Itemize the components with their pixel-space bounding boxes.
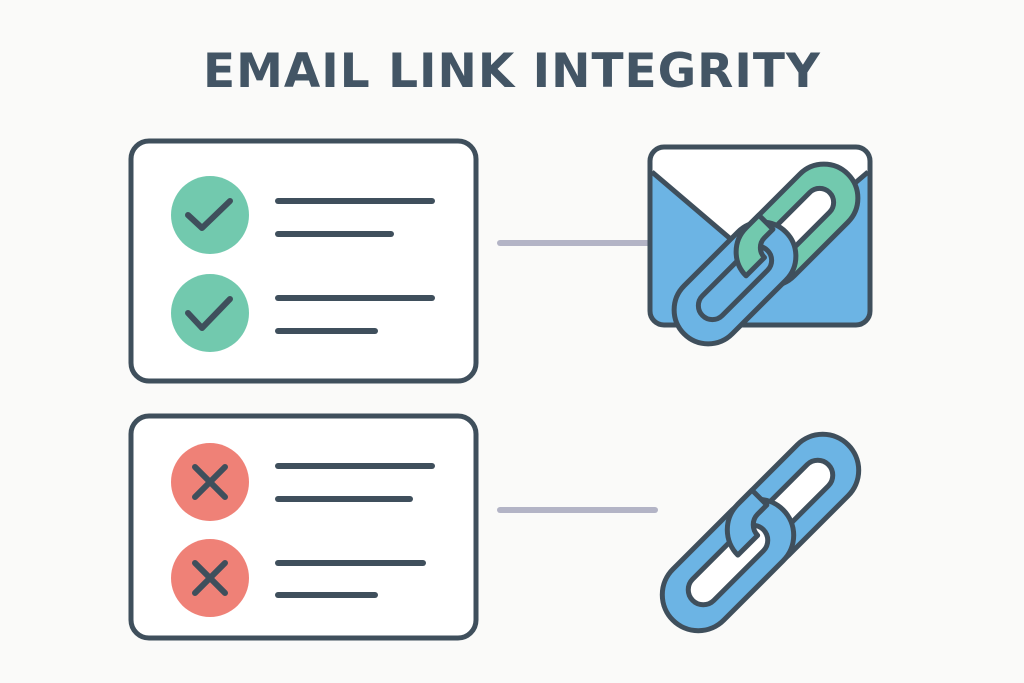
check-icon — [171, 274, 249, 352]
page-title: EMAIL LINK INTEGRITY — [203, 44, 821, 99]
broken-links-panel — [128, 413, 479, 641]
valid-links-panel — [128, 138, 479, 384]
envelope-with-link-icon — [647, 144, 873, 347]
valid-item — [171, 176, 435, 254]
broken-item — [171, 443, 435, 521]
valid-item — [171, 274, 435, 352]
x-icon — [171, 539, 249, 617]
broken-item — [171, 539, 426, 617]
check-icon — [171, 176, 249, 254]
x-icon — [171, 443, 249, 521]
chain-link-icon — [659, 431, 862, 634]
